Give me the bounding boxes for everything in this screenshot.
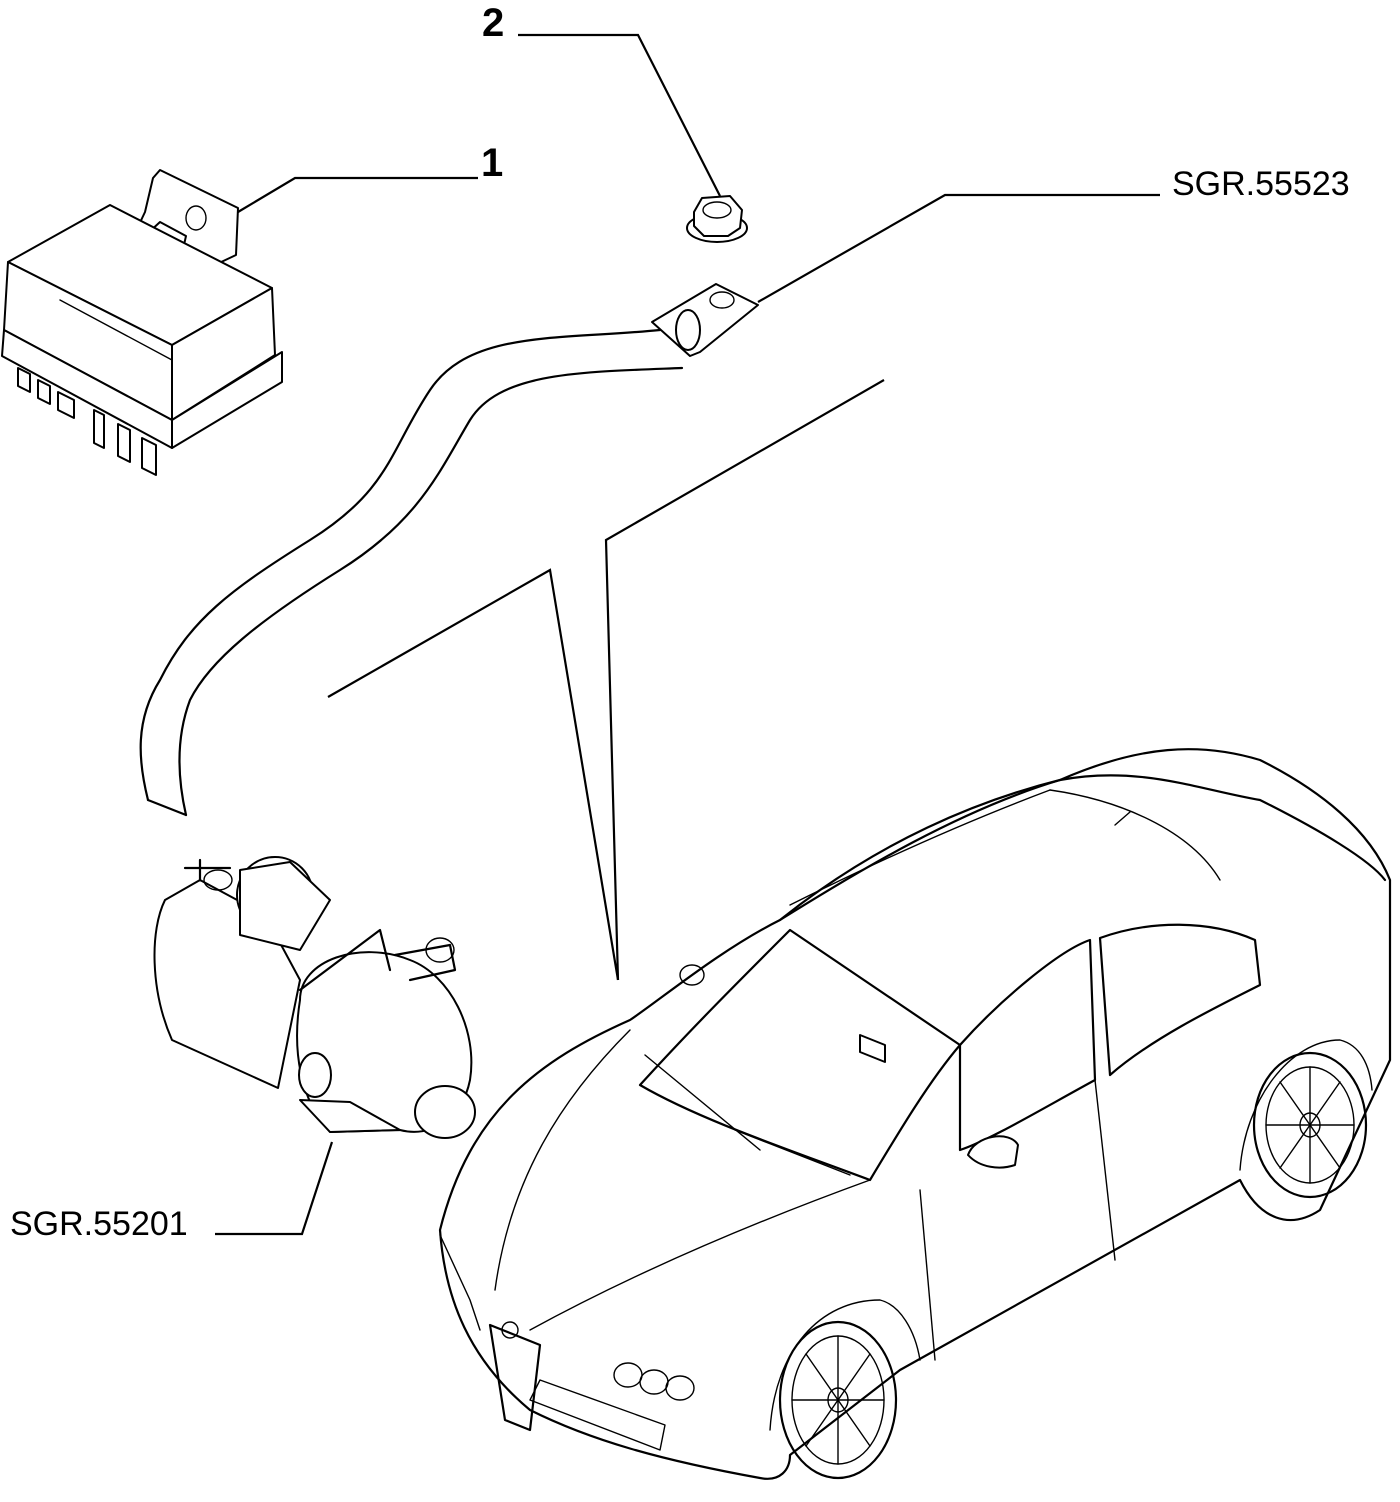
car-rear-wheel [1252,1051,1368,1199]
car-body [438,748,1392,1480]
relay-pins [17,367,157,476]
starter-nose [296,951,473,1133]
callout-ref-starter: SGR.55201 [10,1205,188,1243]
leader-ref-cable [757,193,1160,303]
cable-outline-bottom [178,366,684,817]
car-rear-side-window [1098,923,1262,1077]
car-windshield [638,928,962,1182]
car-drawing [438,748,1392,1480]
relay-right-face [171,287,276,421]
car-headlight-2 [639,1369,669,1395]
callout-ref-cable: SGR.55523 [1172,165,1350,203]
leader-ref-starter [215,1141,334,1236]
assembly-line-right [604,379,885,981]
relay-unit-drawing [1,169,283,476]
starter-motor-drawing [153,856,476,1139]
callout-item-2: 2 [482,1,505,45]
cable-lug [651,283,759,357]
cable-outline-top [139,328,662,802]
assembly-line-left [327,568,620,981]
starter-solenoid [239,861,331,951]
callout-item-1: 1 [481,141,504,185]
car-grille [488,1323,542,1432]
car-roof [778,774,1387,922]
car-headlight-1 [613,1362,643,1388]
car-front-side-window [958,938,1097,1152]
leader-item1 [237,176,478,213]
car-front-wheel [778,1320,898,1480]
nut-drawing [686,195,748,243]
car-headlight-3 [665,1375,695,1401]
leader-lines [215,33,1160,1236]
battery-cable-drawing [139,283,759,817]
leader-item2 [518,33,721,197]
car-mirror [967,1135,1019,1169]
